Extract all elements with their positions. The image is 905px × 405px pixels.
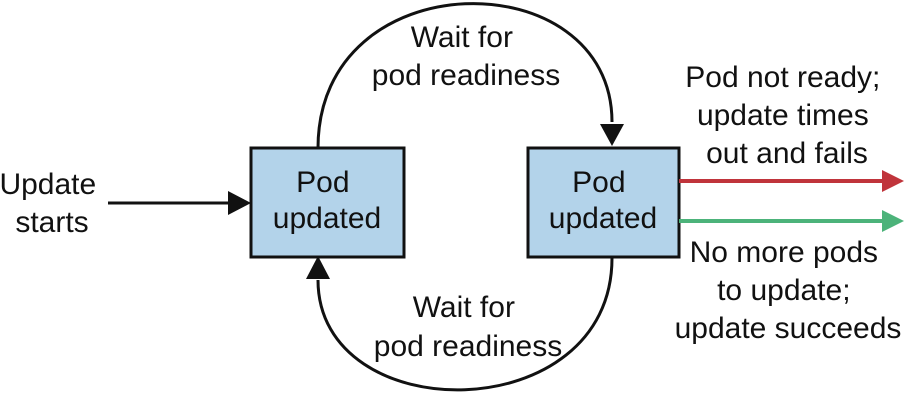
top-loop-arrow-head [600, 124, 624, 146]
bottom-wait-loop [316, 257, 614, 392]
failure-label: Pod not ready; update times out and fail… [685, 61, 888, 170]
pod-node-right: Pod updated [526, 146, 681, 259]
top-wait-loop [316, 2, 614, 149]
pod-node-right-label: Pod updated [549, 166, 657, 235]
bottom-loop-arrow-head [306, 256, 330, 279]
pod-node-left-label: Pod updated [273, 166, 381, 235]
bottom-loop-label: Wait for pod readiness [374, 291, 562, 363]
success-label: No more pods to update; update succeeds [675, 236, 902, 345]
success-arrow-head [882, 210, 904, 232]
update-starts-label: Update starts [0, 168, 105, 239]
pod-node-left: Pod updated [249, 146, 406, 259]
failure-arrow-head [882, 170, 904, 192]
input-arrow-head [228, 191, 251, 215]
top-loop-label: Wait for pod readiness [372, 21, 560, 92]
